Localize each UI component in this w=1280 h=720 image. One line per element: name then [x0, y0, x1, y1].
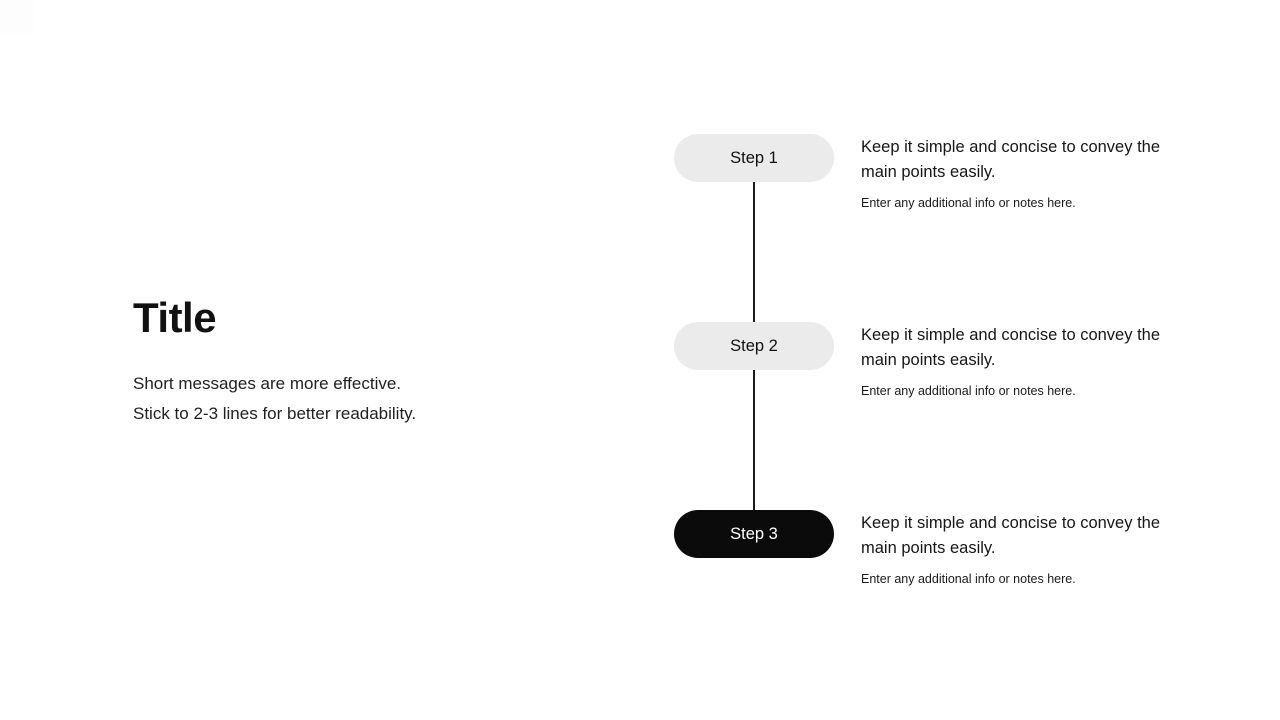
step-3-note: Enter any additional info or notes here. [861, 572, 1076, 586]
step-3-text: Keep it simple and concise to convey the… [861, 510, 1161, 587]
page-title: Title [133, 294, 217, 341]
step-3-description: Keep it simple and concise to convey the… [861, 514, 1161, 557]
subtitle-line-1: Short messages are more effective. [133, 374, 402, 393]
step-1-note: Enter any additional info or notes here. [861, 196, 1076, 210]
step-2-pill: Step 2 [674, 322, 834, 370]
step-3-label: Step 3 [730, 524, 778, 543]
corner-artifact [0, 0, 33, 33]
step-3-pill: Step 3 [674, 510, 834, 558]
step-2-text: Keep it simple and concise to convey the… [861, 322, 1161, 399]
step-1-description: Keep it simple and concise to convey the… [861, 138, 1161, 181]
step-2-description: Keep it simple and concise to convey the… [861, 326, 1161, 369]
subtitle-line-2: Stick to 2-3 lines for better readabilit… [133, 404, 417, 423]
step-1-text: Keep it simple and concise to convey the… [861, 134, 1161, 211]
step-1-pill: Step 1 [674, 134, 834, 182]
step-1-label: Step 1 [730, 148, 778, 167]
step-2-label: Step 2 [730, 336, 778, 355]
step-2-note: Enter any additional info or notes here. [861, 384, 1076, 398]
title-block: Title Short messages are more effective.… [133, 293, 553, 429]
